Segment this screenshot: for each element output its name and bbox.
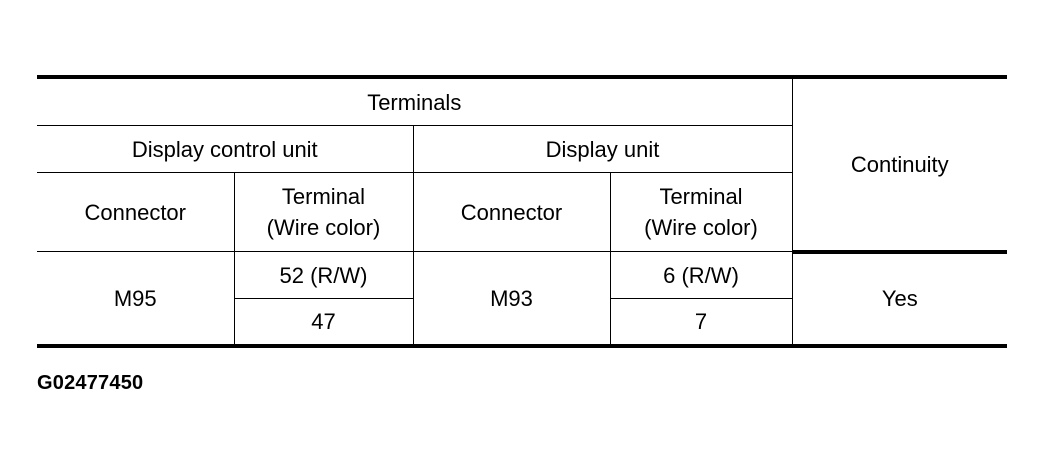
figure-id: G02477450 [37,372,144,394]
connector-value-control-unit: M95 [37,251,235,348]
connector-value-display-unit: M93 [412,251,611,348]
terminal-header-line1: Terminal [659,184,743,209]
terminal-header-line1: Terminal [281,184,366,209]
continuity-check-table: Terminals Continuity Display control uni… [37,75,1008,348]
connector-header-control-unit: Connector [37,172,235,252]
terminal-header-line2: (Wire color) [644,215,758,240]
terminal-value-control-unit-b: 47 [233,298,414,348]
continuity-value: Yes [791,251,1008,348]
connector-header-display-unit: Connector [412,172,611,252]
terminal-value-display-unit-a: 6 (R/W) [609,251,793,299]
terminal-header-display-unit: Terminal (Wire color) [609,172,793,252]
terminal-value-display-unit-b: 7 [609,298,793,348]
terminals-header: Terminals [37,75,793,126]
terminal-header-control-unit: Terminal (Wire color) [233,172,414,252]
terminal-header-line2: (Wire color) [266,215,381,240]
continuity-header: Continuity [791,75,1008,254]
terminal-value-control-unit-a: 52 (R/W) [233,251,414,299]
display-control-unit-header: Display control unit [37,125,414,173]
display-unit-header: Display unit [412,125,793,173]
